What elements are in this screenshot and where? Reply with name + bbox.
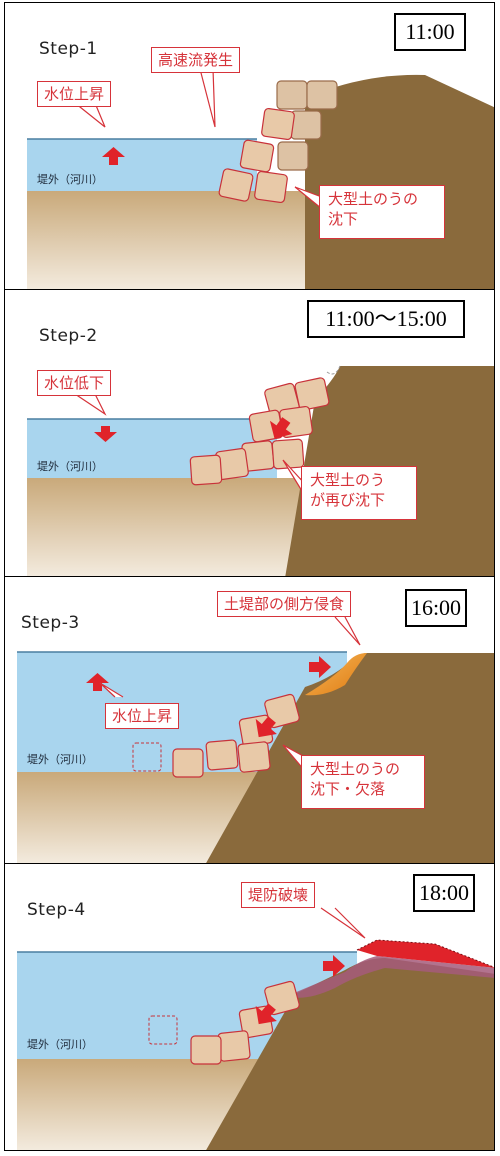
step-label: Step-1 — [39, 39, 98, 59]
callout-lateral-erosion: 土堤部の側方侵食 — [217, 591, 352, 617]
step-2-panel: Step-2 11:00～15:00 水位低下 大型土のう が再び沈下 堤外（河… — [4, 289, 495, 577]
erosion-zone — [305, 653, 367, 696]
lost-sandbag-outline — [132, 742, 162, 772]
callout-line-1: 大型土のう — [310, 471, 386, 489]
callout-high-speed-flow: 高速流発生 — [151, 47, 241, 73]
step-3-panel: Step-3 16:00 土堤部の側方侵食 水位上昇 大型土のうの 沈下・欠落 … — [4, 576, 495, 864]
river-label: 堤外（河川） — [27, 1038, 93, 1051]
river-label: 堤外（河川） — [37, 460, 103, 473]
failure-zone-red — [357, 940, 494, 968]
time-box: 18:00 — [413, 874, 475, 912]
callout-line-2: が再び沈下 — [310, 491, 386, 509]
time-box: 11:00～15:00 — [307, 300, 465, 338]
step-1-panel: Step-1 11:00 水位上昇 高速流発生 大型土のうの 沈下 堤外（河川） — [4, 2, 495, 290]
step-4-illustration — [17, 907, 494, 1150]
river-water — [27, 139, 257, 191]
callout-sandbag-sink: 大型土のうの 沈下 — [319, 185, 445, 239]
callout-embankment-failure: 堤防破壊 — [241, 882, 316, 908]
callout-water-rise: 水位上昇 — [37, 81, 112, 107]
callout-line-1: 大型土のうの — [310, 760, 401, 778]
rise-arrow — [102, 147, 125, 165]
callout-water-fall: 水位低下 — [37, 370, 112, 396]
time-box: 16:00 — [405, 589, 467, 627]
sink-arrow — [255, 716, 277, 738]
time-box: 11:00 — [394, 13, 466, 51]
sink-arrow — [255, 1003, 277, 1025]
callout-line-1: 大型土のうの — [328, 190, 419, 208]
sandbags — [218, 80, 338, 204]
callout-water-rise: 水位上昇 — [105, 703, 180, 729]
river-label: 堤外（河川） — [37, 173, 103, 186]
step-label: Step-4 — [27, 900, 86, 920]
callout-line-2: 沈下・欠落 — [310, 780, 386, 798]
step-label: Step-2 — [39, 326, 98, 346]
callout-sandbag-sink-again: 大型土のう が再び沈下 — [301, 466, 417, 520]
step-label: Step-3 — [21, 613, 80, 633]
callout-line-2: 沈下 — [328, 210, 359, 228]
flow-arrow — [309, 656, 331, 678]
fall-arrow — [94, 426, 117, 442]
callout-sandbag-sink-drop: 大型土のうの 沈下・欠落 — [301, 755, 425, 809]
failure-zone-purple — [287, 956, 494, 998]
embankment — [206, 958, 494, 1150]
flow-arrow — [323, 955, 345, 977]
step-4-panel: Step-4 18:00 堤防破壊 堤外（河川） — [4, 863, 495, 1151]
lost-sandbag-outline — [148, 1015, 178, 1045]
rise-arrow — [86, 673, 109, 691]
sandbags — [190, 980, 300, 1065]
sink-arrow — [269, 417, 293, 439]
river-label: 堤外（河川） — [27, 753, 93, 766]
